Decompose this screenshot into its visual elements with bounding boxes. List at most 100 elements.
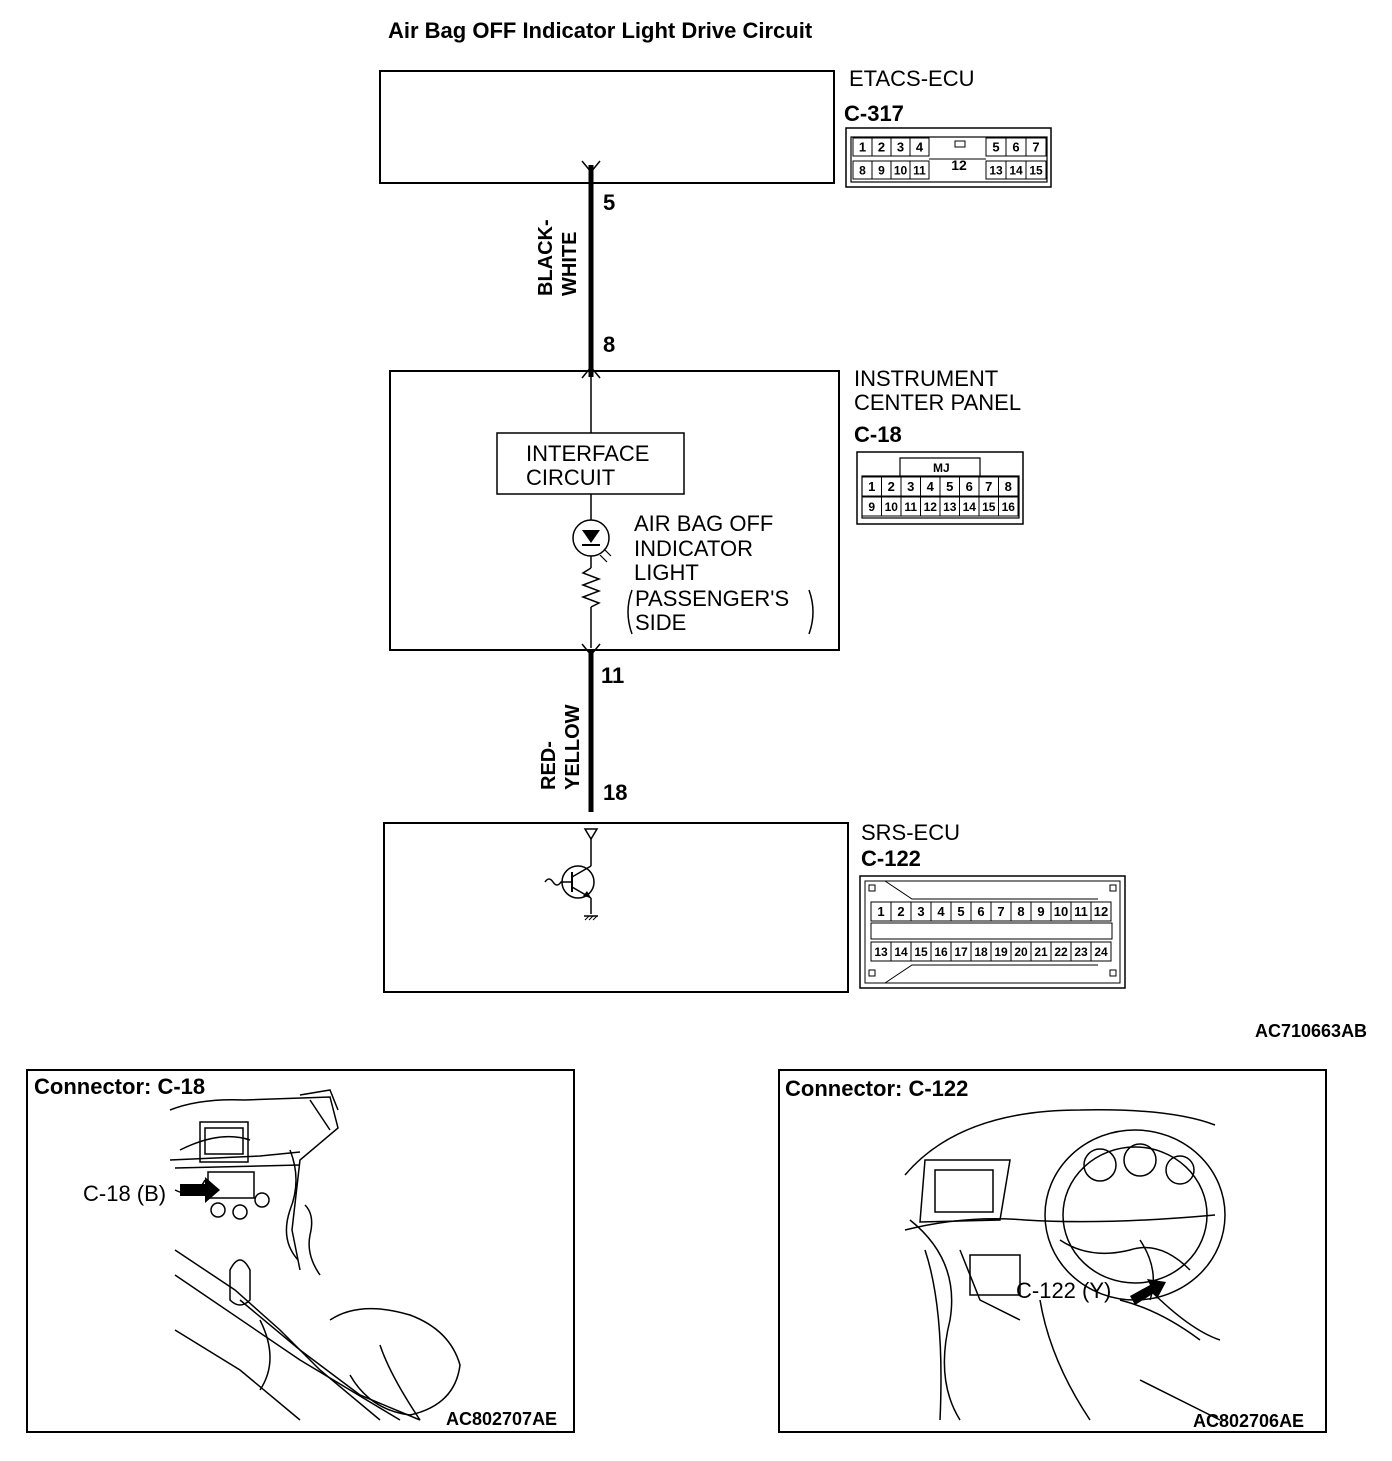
connector-pin-label: 1 (859, 140, 866, 155)
figure-code-top: AC710663AB (1255, 1021, 1367, 1041)
connector-pin-label: 2 (897, 904, 904, 919)
etacs-ecu-box (379, 70, 835, 184)
connector-pin-label: 24 (1094, 945, 1108, 959)
connector-pin-cell (1025, 137, 1047, 157)
connector-pin-label: 11 (1074, 904, 1088, 919)
connector-pin-label: 13 (943, 500, 957, 514)
connector-pin-label: 15 (982, 500, 996, 514)
connector-pin-label: 13 (989, 163, 1003, 177)
connector-pin-label: 10 (885, 500, 899, 514)
connector-pin-label: 13 (874, 945, 888, 959)
connector-pin-cell (998, 476, 1019, 497)
pin-5-label: 5 (603, 190, 615, 215)
locator-c122-code: AC802706AE (1193, 1411, 1304, 1431)
connector-pin-label: 2 (888, 479, 895, 494)
arrow-c122-icon (1130, 1279, 1166, 1305)
pin-8-label: 8 (603, 332, 615, 357)
pin-18-label: 18 (603, 780, 627, 805)
resistor-icon (580, 567, 602, 608)
arrow-c18-icon (180, 1177, 220, 1203)
locator-c18-title: Connector: C-18 (34, 1074, 205, 1099)
transistor-icon (544, 865, 595, 899)
dashboard-console-illustration (169, 1089, 461, 1421)
connector-pin-label: 9 (1037, 904, 1044, 919)
lamp-label-line4: PASSENGER'S (635, 586, 789, 611)
connector-pin-label: 11 (913, 163, 926, 177)
connector-pin-label: 19 (994, 945, 1008, 959)
locator-c18-code: AC802707AE (446, 1409, 557, 1429)
connector-pin-label: 8 (1005, 479, 1012, 494)
connector-pin-label: 12 (1094, 904, 1108, 919)
connector-pin-label: 16 (1002, 500, 1016, 514)
connector-pin-label: 4 (916, 140, 924, 155)
connector-terminal-5 (581, 160, 601, 174)
ground-icon (584, 915, 598, 921)
srs-ecu-box (383, 822, 849, 993)
srs-connector-id: C-122 (861, 846, 921, 871)
icp-label-line2: CENTER PANEL (854, 390, 1021, 415)
connector-pin-label: 23 (1074, 945, 1088, 959)
svg-text:BLACK-: BLACK- (535, 219, 557, 296)
connector-pin-label: 7 (1032, 140, 1039, 155)
connector-pin-label: 5 (946, 479, 953, 494)
connector-terminal-8 (581, 365, 601, 379)
etacs-ecu-label: ETACS-ECU (849, 66, 975, 91)
connector-pin-label: 10 (1054, 904, 1068, 919)
icp-connector-id: C-18 (854, 422, 902, 447)
connector-pin-label: 4 (937, 904, 945, 919)
icp-label-line1: INSTRUMENT (854, 366, 998, 391)
etacs-connector-id: C-317 (844, 101, 904, 126)
connector-pin-label: 14 (963, 500, 977, 514)
instrument-center-panel-box (389, 370, 840, 651)
steering-dashboard-illustration (904, 1109, 1226, 1421)
connector-pin-cell (1090, 901, 1112, 922)
wire-color-red-yellow: RED- YELLOW (538, 704, 584, 790)
connector-pin-label: 14 (894, 945, 908, 959)
interface-label-line2: CIRCUIT (526, 465, 615, 490)
connector-pin-label: 5 (957, 904, 964, 919)
locator-c18-frame (26, 1069, 575, 1433)
connector-pin-label: 14 (1009, 163, 1023, 177)
srs-ecu-label: SRS-ECU (861, 820, 960, 845)
lamp-label-line5: SIDE (635, 610, 686, 635)
connector-pin-label: 16 (934, 945, 948, 959)
locator-c122-title: Connector: C-122 (785, 1076, 968, 1101)
connector-pin-label: 6 (1012, 140, 1019, 155)
connector-pin-label: 20 (1014, 945, 1028, 959)
locator-c122-frame (778, 1069, 1327, 1433)
connector-pin-label: 22 (1054, 945, 1068, 959)
connector-pin-label: 3 (917, 904, 924, 919)
connector-pin-label: 15 (914, 945, 928, 959)
connector-pin-cell (1090, 941, 1112, 962)
connector-pin-label: 10 (894, 163, 908, 177)
connector-pin-cell (909, 137, 930, 157)
connector-pin-label: 12 (924, 500, 938, 514)
connector-pin-cell (909, 160, 930, 180)
svg-text:YELLOW: YELLOW (562, 704, 584, 790)
diagram-title: Air Bag OFF Indicator Light Drive Circui… (388, 18, 813, 43)
connector-pin-label: 9 (878, 163, 885, 177)
locator-c18-callout: C-18 (B) (83, 1181, 166, 1206)
connector-pin-label: 18 (974, 945, 988, 959)
connector-pin-label: 7 (985, 479, 992, 494)
connector-pin-label: 5 (992, 140, 999, 155)
connector-pin-label: 2 (878, 140, 885, 155)
interface-label-line1: INTERFACE (526, 441, 649, 466)
connector-pin-label: 1 (877, 904, 884, 919)
connector-pin-label: 3 (897, 140, 904, 155)
locator-c122-callout: C-122 (Y) (1016, 1278, 1111, 1303)
connector-pin-label: 21 (1034, 945, 1048, 959)
connector-pin-label: 3 (907, 479, 914, 494)
connector-pin-cell (1025, 160, 1047, 180)
connector-terminal-18 (583, 828, 599, 841)
lamp-label-line2: INDICATOR (634, 536, 753, 561)
connector-pin-label: 15 (1029, 163, 1043, 177)
connector-pin-cell (998, 496, 1019, 517)
lamp-label-line3: LIGHT (634, 560, 699, 585)
connector-pin-label: 6 (966, 479, 973, 494)
lamp-label-line1: AIR BAG OFF (634, 511, 773, 536)
connector-pin-label: 12 (951, 157, 967, 173)
